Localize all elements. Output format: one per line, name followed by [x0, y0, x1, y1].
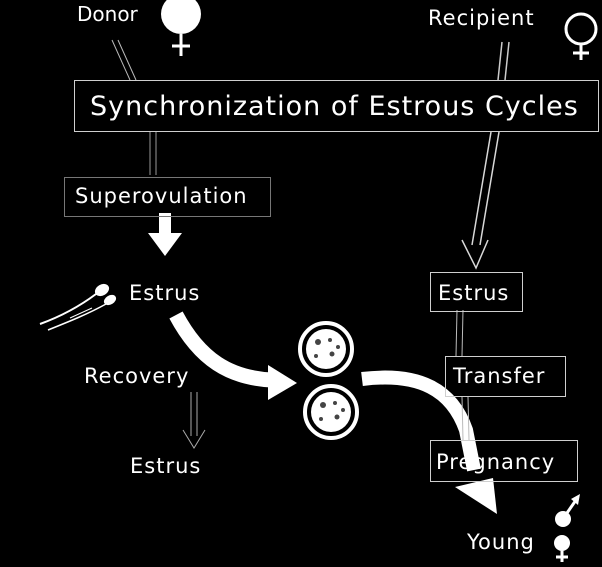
female-symbol-outline-icon: [566, 14, 596, 60]
transfer-label: Transfer: [453, 366, 545, 387]
recovery-to-estrus-arrow: [183, 392, 205, 448]
donor-estrus-after-label: Estrus: [130, 456, 201, 477]
recipient-to-sync-arrow: [498, 42, 509, 80]
estrus-to-embryo-arrow: [176, 315, 297, 400]
young-label: Young: [467, 532, 535, 553]
sync-banner-title: Synchronization of Estrous Cycles: [90, 93, 579, 120]
superovulation-label: Superovulation: [75, 186, 248, 207]
male-female-symbol-icon: [554, 494, 580, 562]
sync-to-recipient-estrus-arrow: [462, 132, 499, 268]
female-symbol-filled-icon: [161, 0, 201, 56]
recipient-estrus-to-transfer-arrow: [456, 310, 463, 356]
pregnancy-label: Pregnancy: [436, 452, 555, 473]
superovulation-to-estrus-arrow: [148, 213, 182, 256]
donor-label: Donor: [77, 4, 138, 24]
recovery-label: Recovery: [84, 366, 189, 387]
insemination-syringe-icon: [40, 282, 117, 330]
recipient-estrus-label: Estrus: [438, 283, 509, 304]
sync-to-superovulation-arrow: [150, 132, 156, 175]
donor-estrus-label: Estrus: [129, 283, 200, 304]
embryo-icon: [300, 323, 352, 375]
recipient-label: Recipient: [428, 8, 535, 29]
donor-to-sync-arrow: [112, 40, 136, 80]
embryo-icon: [305, 386, 357, 438]
